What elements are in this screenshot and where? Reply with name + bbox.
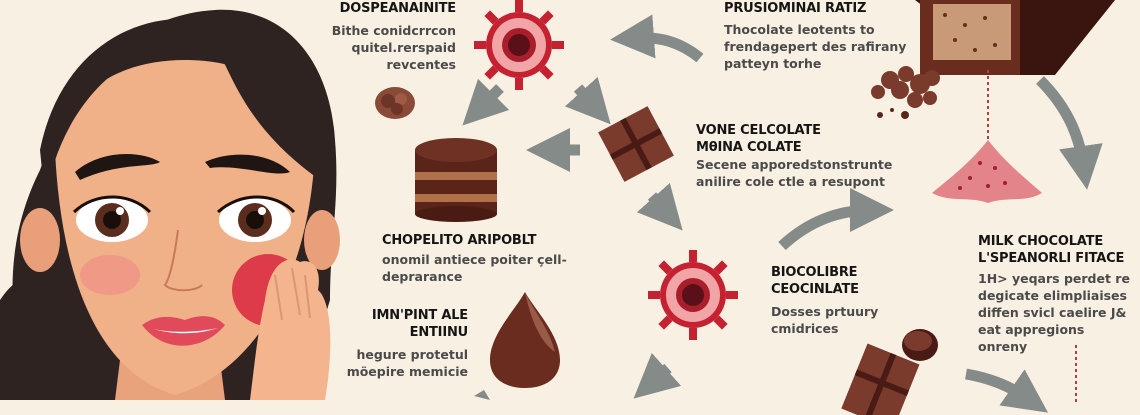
block-title: MθINA COLATE	[696, 140, 802, 155]
arrow-down-right-1	[564, 76, 611, 125]
block-title: ENTIINU	[409, 325, 469, 340]
block-body-line: 1H> yeqars perdet re	[978, 271, 1130, 286]
block-body-line: hegure protetul	[356, 347, 468, 362]
arrow-curve-down-right	[1036, 76, 1103, 190]
arrow-down-left-1	[462, 78, 510, 126]
text-block-5: IMN'PINT ALE ENTIINU hegure protetul möe…	[316, 307, 469, 380]
text-block-6: BIOCOLIBRE CEOCINLATE Dosses prtuury cmi…	[771, 264, 911, 337]
arrow-curve-left-top	[610, 14, 704, 63]
block-body-line: diffen svicl caelire J&	[978, 305, 1127, 320]
block-body-line: patteyn torhe	[724, 56, 822, 71]
text-block-2: PRUSIOMINAI RATIZ Thocolate leotents to …	[724, 0, 924, 72]
block-title: IMN'PINT ALE	[371, 308, 468, 323]
block-body-line: quitel.rerspaid	[351, 40, 456, 55]
flow-arrows	[462, 14, 1103, 413]
powder-cone-icon	[932, 70, 1042, 203]
virus-icon	[474, 0, 564, 90]
block-body-line: Thocolate leotents to	[724, 22, 875, 37]
text-block-7: MILK CHOCOLATE L'SPEANORLI FITACE 1H> ye…	[978, 233, 1140, 355]
arrow-curve-right-mid	[778, 188, 894, 251]
block-body-line: degicate elimpliaises	[978, 288, 1127, 303]
chocolate-square-icon	[598, 106, 674, 182]
block-body-line: onreny	[978, 339, 1028, 354]
arrow-down-right-2	[636, 182, 683, 231]
arrow-curve-bottom-right	[965, 368, 1049, 413]
block-body-line: eat appregions	[978, 322, 1085, 337]
block-body-line: deprarance	[382, 269, 463, 284]
layer-cake-icon	[415, 138, 497, 222]
block-title: MILK CHOCOLATE	[978, 234, 1104, 249]
block-body-line: anilire cole ctle a resupont	[696, 174, 885, 189]
block-title: PRUSIOMINAI RATIZ	[724, 1, 867, 16]
block-title: DOSPEANAINITE	[339, 1, 457, 16]
block-title: CHOPELITO ARIPOBLT	[382, 233, 537, 248]
block-body-line: frendagepert des rafirany	[724, 39, 907, 54]
block-body-line: Dosses prtuury	[771, 304, 879, 319]
block-body-line: onomil antiece poiter çell-	[382, 252, 567, 267]
cocoa-beans-icon	[871, 66, 940, 119]
block-body-line: Bithe conidcrrcon	[331, 23, 456, 38]
block-body-line: möepire memicie	[346, 364, 468, 379]
block-body-line: cmidrices	[771, 321, 839, 336]
block-title: VONE CELCOLATE	[696, 123, 821, 138]
text-block-4: CHOPELITO ARIPOBLT onomil antiece poiter…	[382, 232, 582, 285]
woman-illustration	[0, 9, 340, 400]
cocoa-bean-icon	[902, 329, 938, 361]
chocolate-bar-icon	[915, 0, 1115, 75]
text-block-1: DOSPEANAINITE Bithe conidcrrcon quitel.r…	[300, 0, 456, 73]
cocoa-cluster-icon	[375, 87, 415, 119]
block-body-line: Secene apporedstonstrunte	[696, 157, 893, 172]
text-block-3: VONE CELCOLATE MθINA COLATE Secene appor…	[696, 122, 916, 190]
block-body-line: revcentes	[386, 57, 456, 72]
block-title: L'SPEANORLI FITACE	[978, 251, 1125, 266]
arrow-down-left-2	[633, 352, 682, 399]
block-title: BIOCOLIBRE	[771, 265, 858, 280]
chocolate-drop-icon	[490, 292, 560, 388]
virus-icon	[648, 250, 738, 340]
dotted-line	[1075, 345, 1077, 405]
block-title: CEOCINLATE	[771, 282, 859, 297]
